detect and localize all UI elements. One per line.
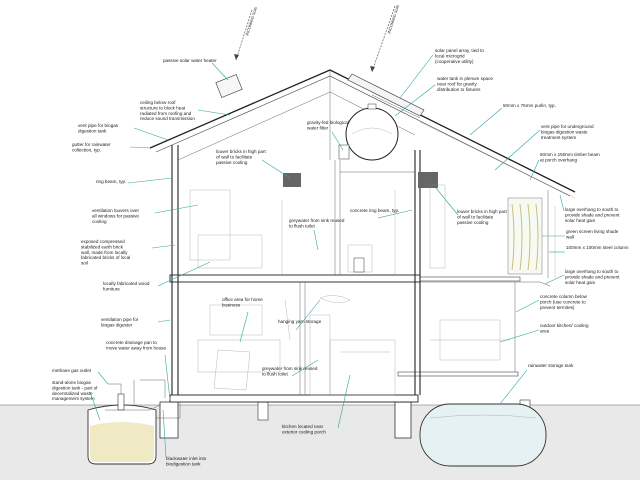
green-screen-wall	[507, 197, 543, 275]
sun-label-left: INCOMING SUN	[244, 6, 258, 36]
porch-columns	[420, 190, 556, 372]
site-pipes	[105, 379, 166, 411]
walls	[171, 145, 421, 395]
solar-water-heater	[215, 74, 243, 98]
sun-arrow-left: INCOMING SUN	[234, 6, 258, 61]
annotation-steel-column: 100mm x 100mm steel column	[549, 245, 629, 253]
label-methane: methane gas outlet	[52, 368, 92, 373]
label-concrete-ring-beam: concrete ring beam, typ.	[350, 208, 399, 213]
annotation-rainwater-tank: rainwater storage tank	[499, 363, 574, 405]
lower-floor-details	[197, 295, 510, 396]
annotation-ring-beam: ring beam, typ.	[96, 177, 173, 184]
roof	[149, 69, 576, 199]
solar-panels	[347, 73, 425, 117]
label-ring-beam: ring beam, typ.	[96, 179, 126, 184]
label-steel-column: 100mm x 100mm steel column	[566, 245, 629, 250]
rainwater-tank	[419, 403, 547, 467]
label-passive-heater: passive solar water heater	[163, 58, 217, 63]
upper-floor-details	[189, 144, 446, 275]
annotation-concrete-ring-beam: concrete ring beam, typ.	[350, 208, 413, 219]
annotation-hanging-yarn: hanging yarn storage	[278, 299, 322, 331]
floor-slabs	[169, 274, 521, 403]
annotation-passive-heater: passive solar water heater	[163, 58, 229, 81]
label-purlin: 50mm x 75mm purlin, typ.	[503, 103, 556, 108]
sun-label-right: INCOMING SUN	[386, 4, 400, 34]
label-hanging-yarn: hanging yarn storage	[278, 319, 322, 324]
annotation-purlin: 50mm x 75mm purlin, typ.	[469, 103, 556, 136]
sun-arrow-right: INCOMING SUN	[370, 4, 400, 73]
label-rainwater-tank: rainwater storage tank	[528, 363, 574, 368]
annotation-methane: methane gas outlet	[52, 368, 109, 385]
plenum-water-tank	[345, 103, 399, 161]
biogas-tank	[87, 380, 181, 465]
